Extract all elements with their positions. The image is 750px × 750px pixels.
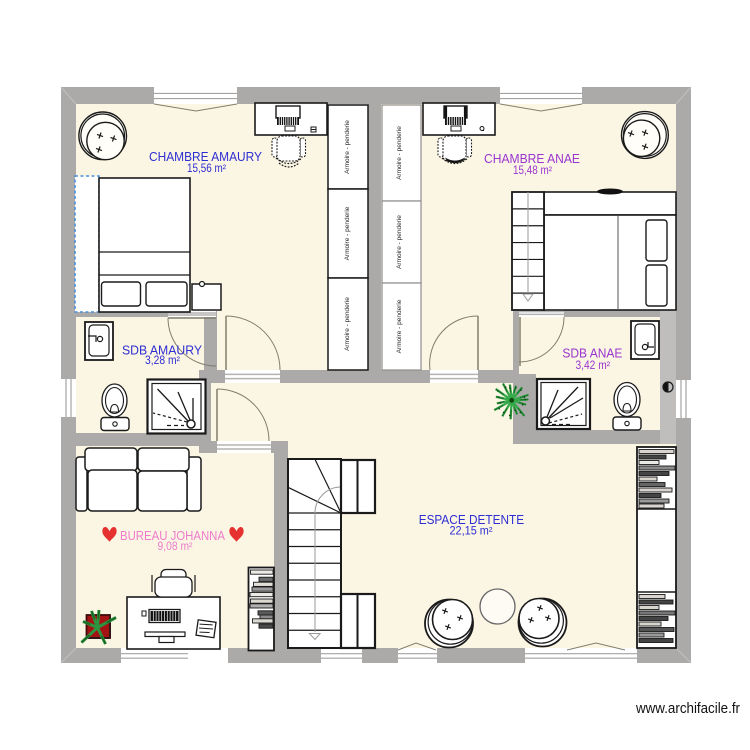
svg-text:Armoire - penderie: Armoire - penderie bbox=[396, 299, 403, 353]
svg-text:CHAMBRE ANAE: CHAMBRE ANAE bbox=[484, 151, 580, 166]
svg-text:CHAMBRE AMAURY: CHAMBRE AMAURY bbox=[149, 149, 262, 164]
svg-text:3,42 m²: 3,42 m² bbox=[576, 360, 611, 372]
svg-text:9,08 m²: 9,08 m² bbox=[158, 541, 193, 553]
svg-text:BUREAU JOHANNA: BUREAU JOHANNA bbox=[120, 528, 225, 543]
svg-text:Armoire - penderie: Armoire - penderie bbox=[396, 215, 403, 269]
svg-text:Armoire - penderie: Armoire - penderie bbox=[344, 120, 351, 174]
svg-text:15,56 m²: 15,56 m² bbox=[187, 163, 226, 175]
svg-text:SDB AMAURY: SDB AMAURY bbox=[122, 343, 202, 358]
svg-text:Armoire - penderie: Armoire - penderie bbox=[344, 297, 351, 351]
svg-text:ESPACE DETENTE: ESPACE DETENTE bbox=[419, 512, 525, 527]
svg-text:3,28 m²: 3,28 m² bbox=[145, 355, 180, 367]
svg-text:15,48 m²: 15,48 m² bbox=[513, 165, 552, 177]
svg-text:Armoire - penderie: Armoire - penderie bbox=[344, 206, 351, 260]
svg-text:SDB ANAE: SDB ANAE bbox=[562, 346, 622, 361]
svg-text:www.archifacile.fr: www.archifacile.fr bbox=[635, 701, 740, 717]
svg-text:Armoire - penderie: Armoire - penderie bbox=[396, 126, 403, 180]
svg-text:22,15 m²: 22,15 m² bbox=[450, 526, 493, 538]
